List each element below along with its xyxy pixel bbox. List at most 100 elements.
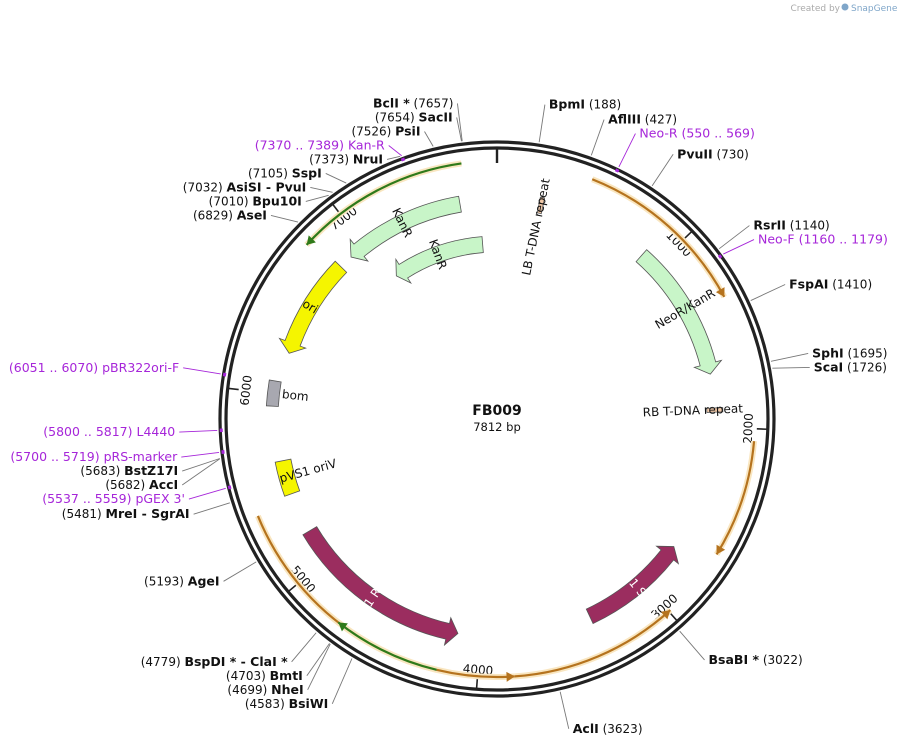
site-leader (181, 452, 220, 458)
feature-kanr[interactable] (349, 195, 462, 262)
enzyme-asei[interactable]: (6829) AseI (193, 207, 267, 222)
enzyme-afliii[interactable]: AflIII (427) (608, 112, 677, 127)
thin-feature (591, 178, 726, 298)
primer-mark (222, 372, 227, 377)
tick-label-6000: 6000 (237, 374, 254, 406)
thin-feature-arrowhead (506, 671, 515, 682)
site-leader (386, 155, 401, 160)
enzyme-bpmi[interactable]: BpmI (188) (549, 97, 621, 112)
site-leader (331, 658, 353, 704)
site-leader (188, 487, 226, 500)
primer-prs-marker[interactable]: (5700 .. 5719) pRS-marker (10, 449, 178, 464)
feature-pvs1-oriv[interactable] (274, 458, 301, 497)
enzyme-sspi[interactable]: (7105) SspI (248, 165, 322, 180)
site-leader (388, 145, 402, 157)
site-leader (538, 104, 546, 143)
thin-feature (715, 441, 756, 555)
thin-feature (337, 621, 437, 671)
thin-feature-arrowhead (660, 610, 671, 620)
thin-feature (305, 162, 462, 246)
site-leader (183, 367, 221, 375)
backbone-outer-strand (218, 140, 776, 698)
feature-label: RB T-DNA repeat (642, 401, 743, 419)
feature-lb-t-dna-repeat[interactable] (536, 196, 546, 215)
tick-6000 (227, 387, 239, 391)
thin-feature-arrowhead (716, 544, 726, 555)
site-leader (559, 691, 570, 729)
tick-3000 (669, 612, 679, 622)
site-leader (424, 131, 434, 147)
feature-label: LB T-DNA repeat (519, 177, 553, 277)
primer-mark (400, 157, 406, 162)
plasmid-length: 7812 bp (473, 420, 521, 434)
enzyme-agei[interactable]: (5193) AgeI (144, 573, 219, 588)
thin-feature (514, 609, 672, 678)
site-leader (193, 502, 230, 515)
enzyme-bmti[interactable]: (4703) BmtI (226, 668, 303, 683)
site-leader (590, 119, 605, 156)
site-leader (291, 632, 317, 663)
site-leader (651, 154, 674, 187)
feature-rb-t-dna-repeat[interactable] (706, 407, 724, 413)
tick-5000 (287, 584, 298, 593)
primer-pgex-3-[interactable]: (5537 .. 5559) pGEX 3' (42, 491, 185, 506)
feature-pvs1-repa[interactable] (302, 526, 459, 647)
enzyme-sphi[interactable]: SphI (1695) (812, 345, 887, 360)
primer-l4440[interactable]: (5800 .. 5817) L4440 (43, 424, 175, 439)
primer-mark (227, 485, 232, 490)
enzyme-bsabi[interactable]: BsaBI * (3022) (709, 652, 803, 667)
enzyme-pvuii[interactable]: PvuII (730) (677, 146, 749, 161)
tick-7000 (331, 203, 340, 213)
enzyme-bcli[interactable]: BclI * (7657) (373, 95, 453, 110)
site-leader (618, 133, 636, 168)
site-leader (182, 458, 220, 472)
feature-kanr[interactable] (395, 236, 484, 284)
enzyme-asisi[interactable]: (7032) AsiSI - PvuI (183, 179, 307, 194)
site-leader (456, 117, 462, 142)
site-leader (179, 430, 218, 433)
feature-pvs1-staa[interactable] (585, 545, 680, 625)
site-leader (307, 643, 331, 690)
tick-4000 (475, 678, 479, 690)
thin-feature-arrowhead (338, 622, 348, 632)
snapgene-logo-icon (841, 3, 849, 11)
primer-neo-f[interactable]: Neo-F (1160 .. 1179) (758, 232, 888, 247)
plasmid-name: FB009 (472, 403, 521, 419)
site-leader (310, 187, 333, 193)
enzyme-sacii[interactable]: (7654) SacII (375, 109, 453, 124)
site-leader (306, 643, 330, 677)
enzyme-acci[interactable]: (5682) AccI (105, 477, 178, 492)
site-leader (718, 225, 750, 250)
enzyme-nhei[interactable]: (4699) NheI (227, 682, 303, 697)
site-leader (305, 194, 329, 202)
thin-feature-arrowhead (306, 235, 316, 245)
feature-ori[interactable] (278, 260, 348, 354)
primer-mark (717, 254, 723, 259)
enzyme-bpu10i[interactable]: (7010) Bpu10I (209, 193, 302, 208)
enzyme-acli[interactable]: AclI (3623) (573, 721, 643, 736)
enzyme-rsrii[interactable]: RsrII (1140) (753, 218, 829, 233)
feature-label: bom (281, 387, 309, 404)
enzyme-nrui[interactable]: (7373) NruI (309, 151, 383, 166)
enzyme-bstz17i[interactable]: (5683) BstZ17I (80, 463, 178, 478)
plasmid-backbone (218, 140, 776, 698)
credit-brand: SnapGene (851, 4, 898, 14)
site-leader (772, 367, 810, 369)
enzyme-bsiwi[interactable]: (4583) BsiWI (245, 696, 328, 711)
enzyme-mrei[interactable]: (5481) MreI - SgrAI (62, 506, 190, 521)
enzyme-fspai[interactable]: FspAI (1410) (789, 276, 872, 291)
enzyme-scai[interactable]: ScaI (1726) (814, 359, 887, 374)
enzyme-bspdi[interactable]: (4779) BspDI * - ClaI * (141, 654, 288, 669)
site-leader (457, 103, 463, 142)
site-leader (270, 215, 299, 223)
site-labels: BpmI (188)AflIII (427)Neo-R (550 .. 569)… (9, 95, 888, 735)
feature-neor-kanr[interactable] (635, 249, 723, 375)
thin-features (255, 160, 758, 682)
enzyme-psii[interactable]: (7526) PsiI (351, 123, 420, 138)
feature-bom[interactable] (265, 379, 282, 407)
primer-pbr322ori-f[interactable]: (6051 .. 6070) pBR322ori-F (9, 360, 179, 375)
primer-neo-r[interactable]: Neo-R (550 .. 569) (639, 126, 754, 141)
primer-kan-r[interactable]: (7370 .. 7389) Kan-R (255, 137, 385, 152)
feature-label: ori (300, 297, 321, 317)
